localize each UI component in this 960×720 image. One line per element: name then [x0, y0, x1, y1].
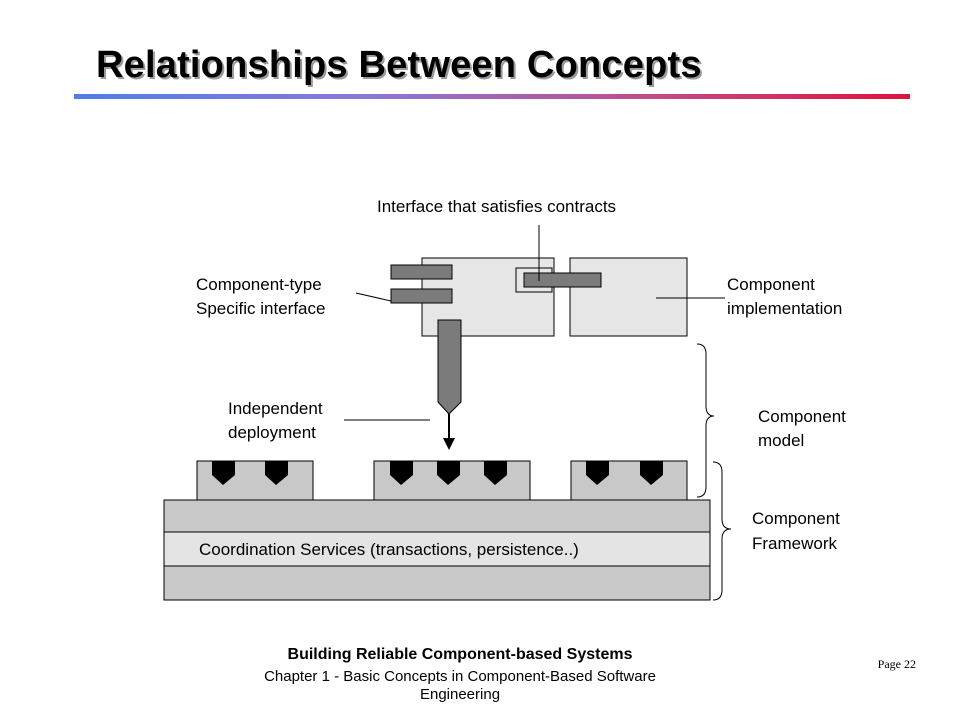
socket-connector: [390, 461, 413, 485]
slide-title: Relationships Between Concepts: [96, 44, 702, 86]
independent-deployment-label: Independent: [228, 399, 323, 418]
component-implementation-box: [569, 257, 688, 337]
socket-connector: [586, 461, 609, 485]
component-type-label: Specific interface: [196, 299, 325, 318]
leader-line: [355, 292, 392, 302]
framework-top-band: [163, 499, 711, 533]
title-underline: [74, 94, 910, 99]
contract-interface-bar: [523, 272, 602, 288]
component-model-brace: [696, 343, 715, 498]
coordination-services-label: Coordination Services (transactions, per…: [199, 540, 579, 559]
page-number: Page 22: [877, 657, 916, 671]
component-framework-brace: [712, 461, 732, 601]
coordination-services-band: [163, 531, 711, 567]
socket-connector: [437, 461, 460, 485]
component-framework-label: Framework: [752, 534, 838, 553]
footer-subtitle: Chapter 1 - Basic Concepts in Component-…: [264, 668, 656, 703]
component-model-label: Component: [758, 407, 846, 426]
framework-bottom-band: [163, 565, 711, 601]
independent-deployment-label: deployment: [228, 423, 316, 442]
socket-connector: [265, 461, 288, 485]
socket-connector: [484, 461, 507, 485]
component-implementation-label: Component: [727, 275, 815, 294]
interface-contracts-label: Interface that satisfies contracts: [377, 197, 616, 216]
deployment-plug: [437, 319, 462, 415]
component-type-label: Component-type: [196, 275, 322, 294]
specific-interface-bar: [390, 288, 453, 304]
socket-connector: [640, 461, 663, 485]
component-framework-label: Component: [752, 509, 840, 528]
component-implementation-label: implementation: [727, 299, 842, 318]
deployment-arrowhead: [443, 438, 455, 450]
component-model-label: model: [758, 431, 804, 450]
specific-interface-bar: [390, 264, 453, 280]
footer-title: Building Reliable Component-based System…: [287, 646, 633, 663]
socket-connector: [212, 461, 235, 485]
